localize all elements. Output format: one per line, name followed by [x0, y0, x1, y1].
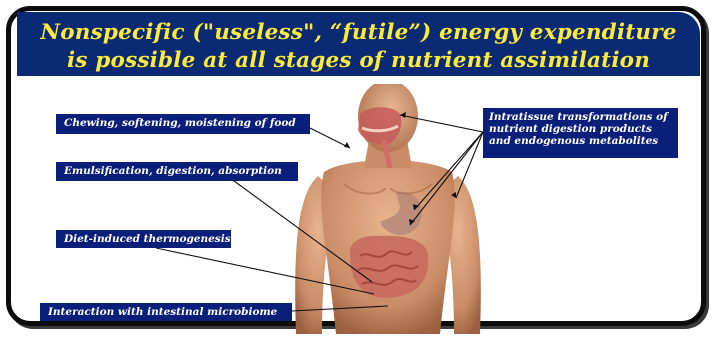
title-line-2: is possible at all stages of nutrient as… — [17, 48, 700, 73]
oral-cavity — [358, 107, 401, 144]
title-line-1: Nonspecific ("useless", “futile”) energy… — [17, 20, 700, 45]
label-microbiome: Interaction with intestinal microbiome — [40, 303, 292, 321]
human-anatomy-figure — [288, 84, 488, 334]
label-chewing: Chewing, softening, moistening of food — [56, 114, 310, 134]
label-intratissue: Intratissue transformations of nutrient … — [483, 108, 678, 158]
label-emulsification: Emulsification, digestion, absorption — [56, 162, 298, 181]
label-diet-thermogenesis: Diet-induced thermogenesis — [56, 230, 231, 248]
title-banner: Nonspecific ("useless", “futile”) energy… — [17, 12, 700, 76]
